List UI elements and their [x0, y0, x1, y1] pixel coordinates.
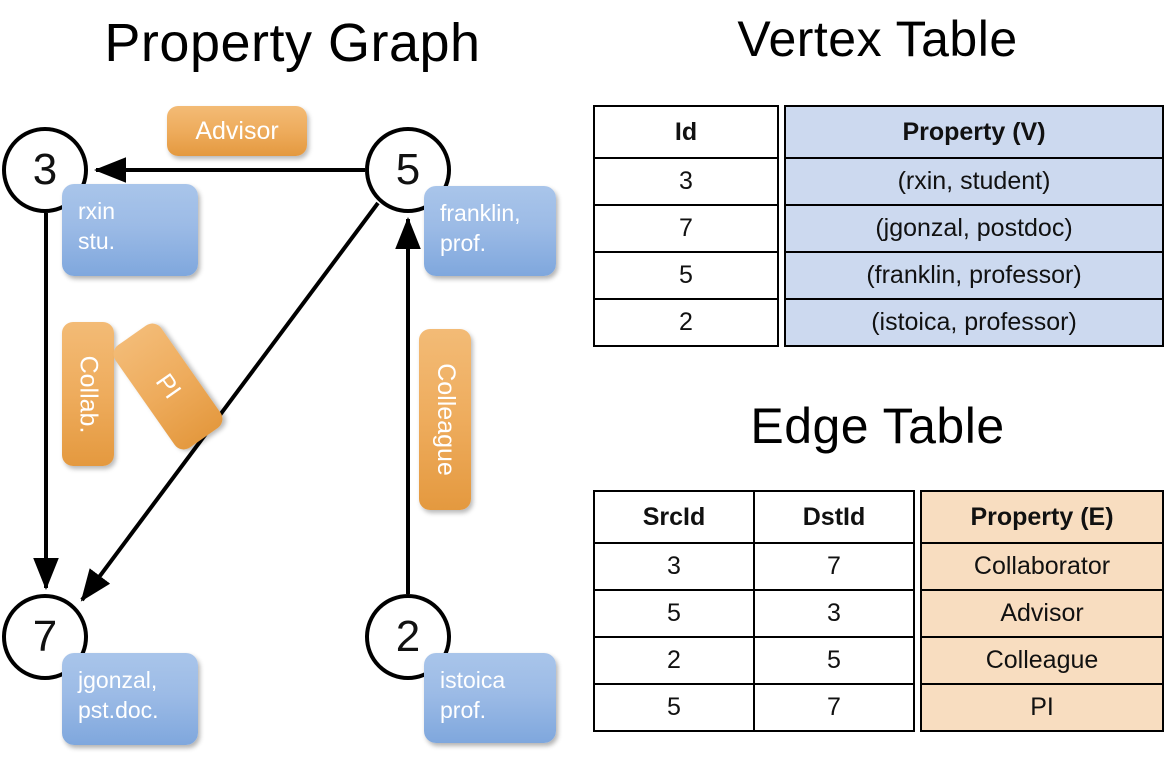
vertex-header-id: Id	[593, 105, 779, 159]
table-row: Colleague	[920, 636, 1164, 685]
edge-header-property: Property (E)	[920, 490, 1164, 544]
node-property-box-3: rxin stu.	[62, 184, 198, 276]
node-property-line-2: prof.	[440, 230, 487, 256]
edge-label-colleague: Colleague	[419, 329, 471, 510]
table-row: 7	[593, 204, 779, 253]
edge-header-srcid: SrcId	[593, 490, 755, 544]
node-property-line-2: stu.	[78, 228, 116, 254]
table-row: 2	[593, 298, 779, 347]
table-row: PI	[920, 683, 1164, 732]
table-header-row: Property (E)	[920, 490, 1164, 544]
edge-cell-srcid: 5	[593, 589, 755, 638]
table-row: 3 7	[593, 542, 915, 591]
table-row: 5	[593, 251, 779, 300]
table-row: (istoica, professor)	[784, 298, 1164, 347]
edge-cell-property: Colleague	[920, 636, 1164, 685]
node-property-line-2: pst.doc.	[78, 697, 159, 723]
edge-label-text: Colleague	[431, 363, 460, 476]
edge-cell-dstid: 5	[753, 636, 915, 685]
edge-label-text: PI	[150, 368, 187, 404]
edge-label-text: Collab.	[74, 355, 103, 433]
page-title-vertex-table: Vertex Table	[737, 11, 1018, 67]
table-row: 2 5	[593, 636, 915, 685]
table-row: 3	[593, 157, 779, 206]
edge-cell-property: Advisor	[920, 589, 1164, 638]
edge-cell-property: Collaborator	[920, 542, 1164, 591]
edge-cell-srcid: 2	[593, 636, 755, 685]
edge-line-5-to-7	[80, 201, 380, 602]
node-property-box-5: franklin, prof.	[424, 186, 556, 276]
vertex-cell-property: (istoica, professor)	[784, 298, 1164, 347]
vertex-cell-id: 7	[593, 204, 779, 253]
vertex-cell-id: 3	[593, 157, 779, 206]
edge-cell-srcid: 5	[593, 683, 755, 732]
edge-cell-srcid: 3	[593, 542, 755, 591]
vertex-cell-id: 5	[593, 251, 779, 300]
table-row: Advisor	[920, 589, 1164, 638]
node-property-line-1: istoica	[440, 667, 506, 693]
vertex-cell-property: (jgonzal, postdoc)	[784, 204, 1164, 253]
vertex-table-id-column: Id 3 7 5 2	[593, 105, 779, 347]
property-graph-diagram: 3 5 7 2 rxin stu. franklin, prof. jgonza…	[2, 106, 556, 745]
table-row: 5 7	[593, 683, 915, 732]
edge-header-dstid: DstId	[753, 490, 915, 544]
node-property-line-2: prof.	[440, 697, 487, 723]
vertex-table-property-column: Property (V) (rxin, student) (jgonzal, p…	[784, 105, 1164, 347]
edge-label-collab: Collab.	[62, 322, 114, 466]
table-row: (rxin, student)	[784, 157, 1164, 206]
table-header-row: SrcId DstId	[593, 490, 915, 544]
page-title-property-graph: Property Graph	[104, 13, 481, 73]
table-row: Collaborator	[920, 542, 1164, 591]
edge-cell-dstid: 7	[753, 542, 915, 591]
edge-cell-property: PI	[920, 683, 1164, 732]
edge-table-property-column: Property (E) Collaborator Advisor Collea…	[920, 490, 1164, 732]
node-property-box-2: istoica prof.	[424, 653, 556, 743]
edge-cell-dstid: 3	[753, 589, 915, 638]
page-title-edge-table: Edge Table	[750, 398, 1005, 454]
graph-node-2[interactable]: 2	[365, 594, 451, 680]
node-property-line-1: rxin	[78, 198, 116, 224]
node-property-line-1: franklin,	[440, 200, 521, 226]
vertex-header-property: Property (V)	[784, 105, 1164, 159]
table-row: (jgonzal, postdoc)	[784, 204, 1164, 253]
vertex-cell-property: (franklin, professor)	[784, 251, 1164, 300]
edge-label-advisor: Advisor	[167, 106, 307, 156]
node-property-box-7: jgonzal, pst.doc.	[62, 653, 198, 745]
edge-cell-dstid: 7	[753, 683, 915, 732]
vertex-cell-property: (rxin, student)	[784, 157, 1164, 206]
graph-edge-lines	[33, 157, 421, 602]
vertex-cell-id: 2	[593, 298, 779, 347]
table-header-row: Id	[593, 105, 779, 159]
table-row: (franklin, professor)	[784, 251, 1164, 300]
node-property-line-1: jgonzal,	[78, 667, 158, 693]
table-row: 5 3	[593, 589, 915, 638]
table-header-row: Property (V)	[784, 105, 1164, 159]
edge-label-text: Advisor	[195, 116, 279, 145]
graph-node-5[interactable]: 5	[365, 127, 451, 213]
edge-table-src-dst-columns: SrcId DstId 3 7 5 3 2 5 5 7	[593, 490, 915, 732]
